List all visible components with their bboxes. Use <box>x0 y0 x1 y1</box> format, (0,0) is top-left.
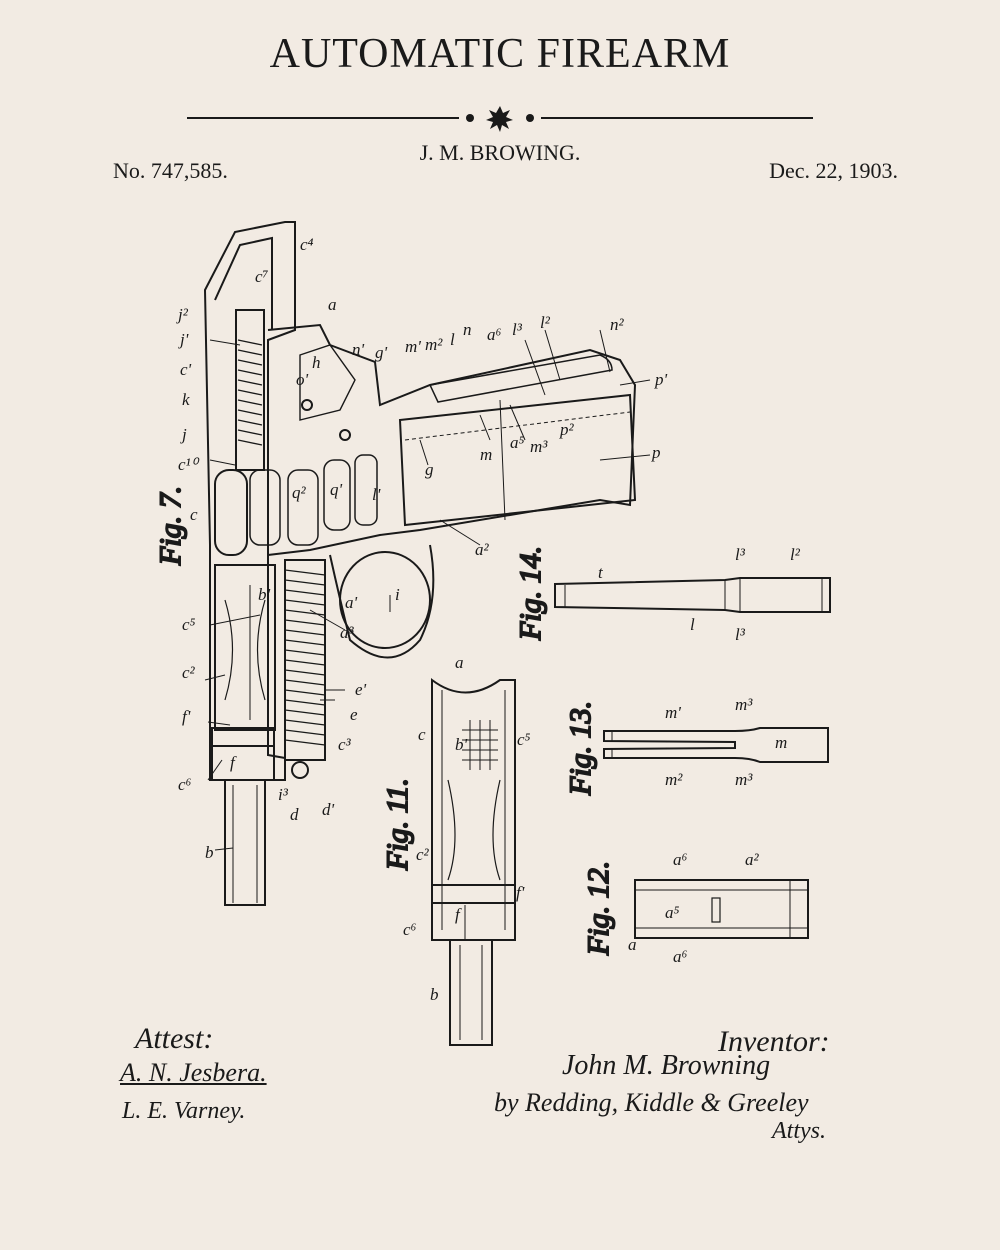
fig13-part-drawing <box>603 727 829 763</box>
label-a1: a' <box>345 593 358 612</box>
page-title: AUTOMATIC FIREARM <box>269 31 731 77</box>
label-a3: a³ <box>340 623 355 642</box>
label-a2: a² <box>475 540 490 559</box>
fig13-label-m3-top: m³ <box>735 695 753 714</box>
fig14-label-l2: l² <box>790 545 801 564</box>
fig11-barrel-drawing <box>431 677 516 1046</box>
fig11-label-f: f <box>455 905 462 924</box>
patent-date: Dec. 22, 1903. <box>769 158 898 183</box>
inventor-name: J. M. BROWING. <box>419 140 581 165</box>
fig14-label-l3-bottom: l³ <box>735 625 746 644</box>
fig13-label: Fig. 13. <box>564 701 597 796</box>
fig12-label: Fig. 12. <box>582 861 615 956</box>
fig12-part-drawing <box>634 879 809 939</box>
inventor-heading: Inventor: <box>718 1025 830 1058</box>
label-q2: q² <box>292 483 307 502</box>
fig12-label-a6-bottom: a⁶ <box>673 947 688 966</box>
fig13-label-m1: m' <box>665 703 681 722</box>
label-e1: e' <box>355 680 367 699</box>
label-n1: n' <box>352 340 365 359</box>
fig11-label-b: b <box>430 985 439 1004</box>
label-o1: o' <box>296 370 309 389</box>
label-a6: a⁶ <box>487 325 502 344</box>
fig12-label-a6-top: a⁶ <box>673 850 688 869</box>
fig11-label-c2: c² <box>416 845 430 864</box>
witness-signature-1: A. N. Jesbera. <box>120 1058 267 1087</box>
label-g: g <box>425 460 434 479</box>
label-c1: c' <box>180 360 192 379</box>
label-f1: f' <box>182 707 191 726</box>
label-l3: l³ <box>512 320 523 339</box>
fig13-label-m: m <box>775 733 787 752</box>
label-i3: i³ <box>278 785 289 804</box>
fig11-label-b1: b' <box>455 735 468 754</box>
label-c: c <box>190 505 198 524</box>
label-m3: m³ <box>530 437 548 456</box>
label-c5: c⁵ <box>182 615 196 634</box>
label-c2: c² <box>182 663 196 682</box>
label-i: i <box>395 585 400 604</box>
fig14-label-t: t <box>598 563 604 582</box>
label-e: e <box>350 705 358 724</box>
fig14-label: Fig. 14. <box>514 546 547 641</box>
label-n2: n² <box>610 315 625 334</box>
label-a5: a⁵ <box>510 433 525 452</box>
fig7-pistol-drawing <box>203 221 651 906</box>
label-m2: m² <box>425 335 443 354</box>
label-b: b <box>205 843 214 862</box>
label-p2: p² <box>559 420 575 439</box>
attorneys-label: Attys. <box>772 1118 826 1144</box>
title-divider-ornament <box>187 106 813 132</box>
fig11-label: Fig. 11. <box>381 778 414 871</box>
inventor-signature: John M. Browning <box>562 1050 771 1081</box>
label-c6: c⁶ <box>178 775 192 794</box>
label-l1: l' <box>372 485 381 504</box>
fig11-label-f1: f' <box>516 883 525 902</box>
label-p: p <box>651 443 661 462</box>
fig12-label-a: a <box>628 935 637 954</box>
patent-number: No. 747,585. <box>113 158 228 183</box>
label-m: m <box>480 445 492 464</box>
label-j2: j² <box>176 305 189 324</box>
fig12-label-a2: a² <box>745 850 760 869</box>
witness-signature-2: L. E. Varney. <box>122 1098 246 1124</box>
label-f: f <box>230 753 237 772</box>
label-l2: l² <box>540 313 551 332</box>
attorneys-signature: by Redding, Kiddle & Greeley <box>494 1088 809 1117</box>
fig12-label-a5: a⁵ <box>665 903 680 922</box>
label-d1: d' <box>322 800 335 819</box>
label-g1: g' <box>375 343 388 362</box>
fig13-label-m3-bottom: m³ <box>735 770 753 789</box>
label-j1: j' <box>178 330 189 349</box>
label-l: l <box>450 330 455 349</box>
label-n: n <box>463 320 472 339</box>
fig13-label-m2: m² <box>665 770 683 789</box>
label-c4: c⁴ <box>300 235 314 254</box>
fig14-label-l: l <box>690 615 695 634</box>
fig11-label-c: c <box>418 725 426 744</box>
fig11-label-c6: c⁶ <box>403 920 417 939</box>
label-q1: q' <box>330 480 343 499</box>
label-d: d <box>290 805 299 824</box>
label-k: k <box>182 390 190 409</box>
label-h: h <box>312 353 321 372</box>
label-m1: m' <box>405 337 421 356</box>
label-c7: c⁷ <box>255 267 269 286</box>
label-b1: b' <box>258 585 271 604</box>
label-j: j <box>180 425 187 444</box>
fig7-label: Fig. 7. <box>154 486 187 566</box>
label-c3: c³ <box>338 735 352 754</box>
label-a: a <box>328 295 337 314</box>
fig14-label-l3-top: l³ <box>735 545 746 564</box>
attest-heading: Attest: <box>135 1022 214 1055</box>
fig14-part-drawing <box>554 577 831 613</box>
fig11-label-c5: c⁵ <box>517 730 531 749</box>
label-p1: p' <box>654 370 668 389</box>
fig11-label-a: a <box>455 653 464 672</box>
label-c10: c¹⁰ <box>178 455 200 474</box>
